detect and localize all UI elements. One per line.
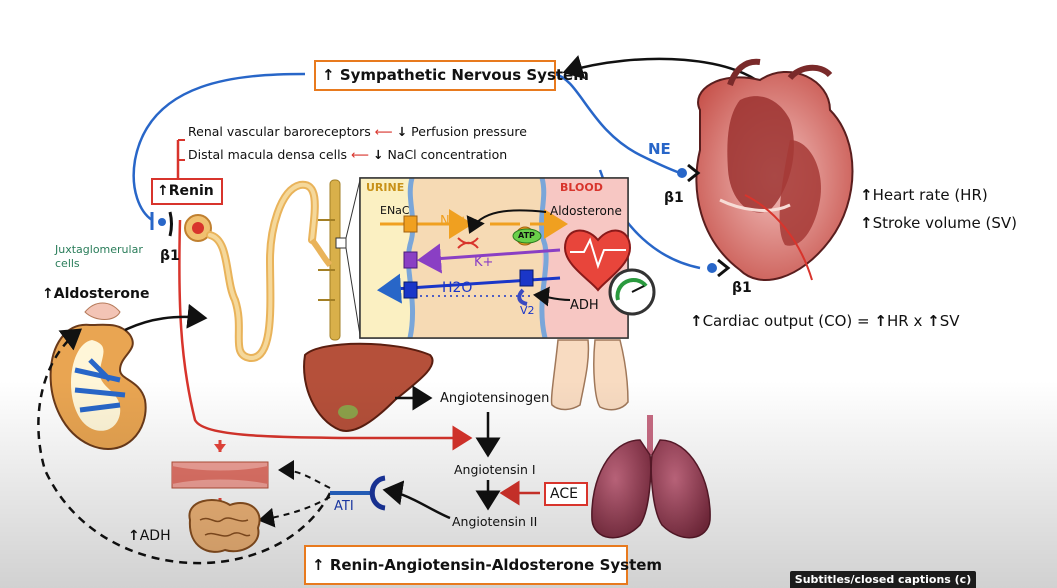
up-arrow-icon: ↑ — [312, 556, 325, 574]
sns-to-kidney-path — [132, 72, 306, 222]
adh-up-row: ↑ADH — [128, 528, 171, 544]
co-hr-label: HR x — [886, 312, 923, 330]
ace-box: ACE — [544, 482, 588, 506]
heart-receptor-bottom — [707, 258, 731, 278]
nephron-illustration — [184, 179, 361, 362]
kidney-receptor — [150, 211, 173, 237]
perfusion-label: Perfusion pressure — [411, 124, 527, 139]
up-arrow-icon: ↑ — [690, 312, 703, 330]
macula-row: Distal macula densa cells ⟵ ↓ NaCl conce… — [188, 147, 507, 162]
raas-box: ↑ Renin-Angiotensin-Aldosterone System — [304, 545, 662, 585]
angII-to-at1-arrow — [382, 480, 451, 520]
sns-box: ↑ Sympathetic Nervous System — [314, 60, 589, 91]
adh-bottom-label: ADH — [139, 528, 171, 544]
baroreceptor-row: Renal vascular baroreceptors ⟵ ↓ Perfusi… — [188, 124, 527, 139]
up-arrow-icon: ↑ — [860, 186, 873, 204]
juxta-label: Juxtaglomerular cells — [55, 243, 143, 270]
renin-to-angiotensin-arrow — [178, 219, 473, 451]
heart-illustration — [695, 58, 854, 281]
baroreceptor-label: Renal vascular baroreceptors — [188, 124, 371, 139]
liver-illustration — [303, 342, 434, 432]
aldosterone-left-label: Aldosterone — [53, 286, 150, 302]
sns-label: Sympathetic Nervous System — [339, 66, 589, 84]
angiotensinogen-label: Angiotensinogen — [440, 391, 550, 406]
aldosterone-cell-label: Aldosterone — [550, 204, 622, 218]
ne-label: NE — [648, 140, 671, 158]
left-arrow-icon: ⟵ — [374, 124, 393, 139]
edema-feet-illustration — [550, 339, 629, 411]
up-arrow-icon: ↑ — [42, 286, 54, 302]
cardiac-output-row: ↑Cardiac output (CO) = ↑HR x ↑SV — [690, 312, 959, 330]
nacl-label: NaCl concentration — [387, 147, 508, 162]
co-sv-label: SV — [939, 312, 960, 330]
up-arrow-icon: ↑ — [874, 312, 887, 330]
kidney-illustration — [49, 302, 147, 450]
adh-cell-label: ADH — [570, 298, 599, 313]
angiotensin2-label: Angiotensin II — [452, 514, 538, 529]
angiotensin1-label: Angiotensin I — [454, 462, 536, 477]
macula-label: Distal macula densa cells — [188, 147, 348, 162]
atp-label: ATP — [518, 231, 535, 240]
enac-label: ENaC — [380, 204, 410, 217]
beta1-kidney-label: β1 — [160, 248, 180, 264]
aldosterone-up-row: ↑Aldosterone — [42, 286, 150, 302]
na-label: Na+ — [440, 214, 469, 229]
h2o-label: H2O — [442, 280, 473, 296]
cardiac-output-label: Cardiac output (CO) = — [702, 312, 870, 330]
aldosterone-arrow — [124, 303, 208, 332]
renin-label: Renin — [168, 183, 214, 199]
urine-label: URINE — [366, 181, 405, 194]
heart-receptor-top — [677, 163, 701, 183]
sns-to-heart-path — [554, 72, 681, 175]
brain-illustration — [188, 499, 261, 553]
up-arrow-icon: ↑ — [927, 312, 940, 330]
lungs-illustration — [591, 415, 711, 539]
raas-label: Renin-Angiotensin-Aldosterone System — [329, 556, 663, 574]
up-arrow-icon: ↑ — [128, 528, 140, 544]
feedback-loop-dashed — [37, 328, 332, 565]
beta1-heart-bottom-label: β1 — [732, 280, 752, 296]
left-arrow-icon: ⟵ — [351, 147, 369, 162]
down-arrow-icon: ↓ — [396, 124, 408, 139]
beta1-heart-top-label: β1 — [664, 190, 684, 206]
heart-bp-icon — [563, 229, 656, 316]
stroke-volume-label: Stroke volume (SV) — [872, 214, 1017, 232]
vasoconstriction-vessel — [171, 440, 269, 510]
subtitles-tooltip[interactable]: Subtitles/closed captions (c) — [790, 571, 976, 588]
at1-label: ATI — [334, 499, 354, 514]
up-arrow-icon: ↑ — [157, 183, 169, 199]
blood-label: BLOOD — [560, 181, 603, 194]
at1-receptor — [330, 475, 386, 511]
renin-box: ↑Renin — [151, 178, 223, 205]
stroke-volume-row: ↑Stroke volume (SV) — [860, 214, 1017, 232]
k-label: K+ — [474, 255, 494, 270]
up-arrow-icon: ↑ — [322, 66, 335, 84]
heart-rate-label: Heart rate (HR) — [872, 186, 988, 204]
heart-rate-row: ↑Heart rate (HR) — [860, 186, 988, 204]
down-arrow-icon: ↓ — [372, 147, 384, 162]
up-arrow-icon: ↑ — [860, 214, 873, 232]
v2-label: V2 — [520, 304, 535, 317]
